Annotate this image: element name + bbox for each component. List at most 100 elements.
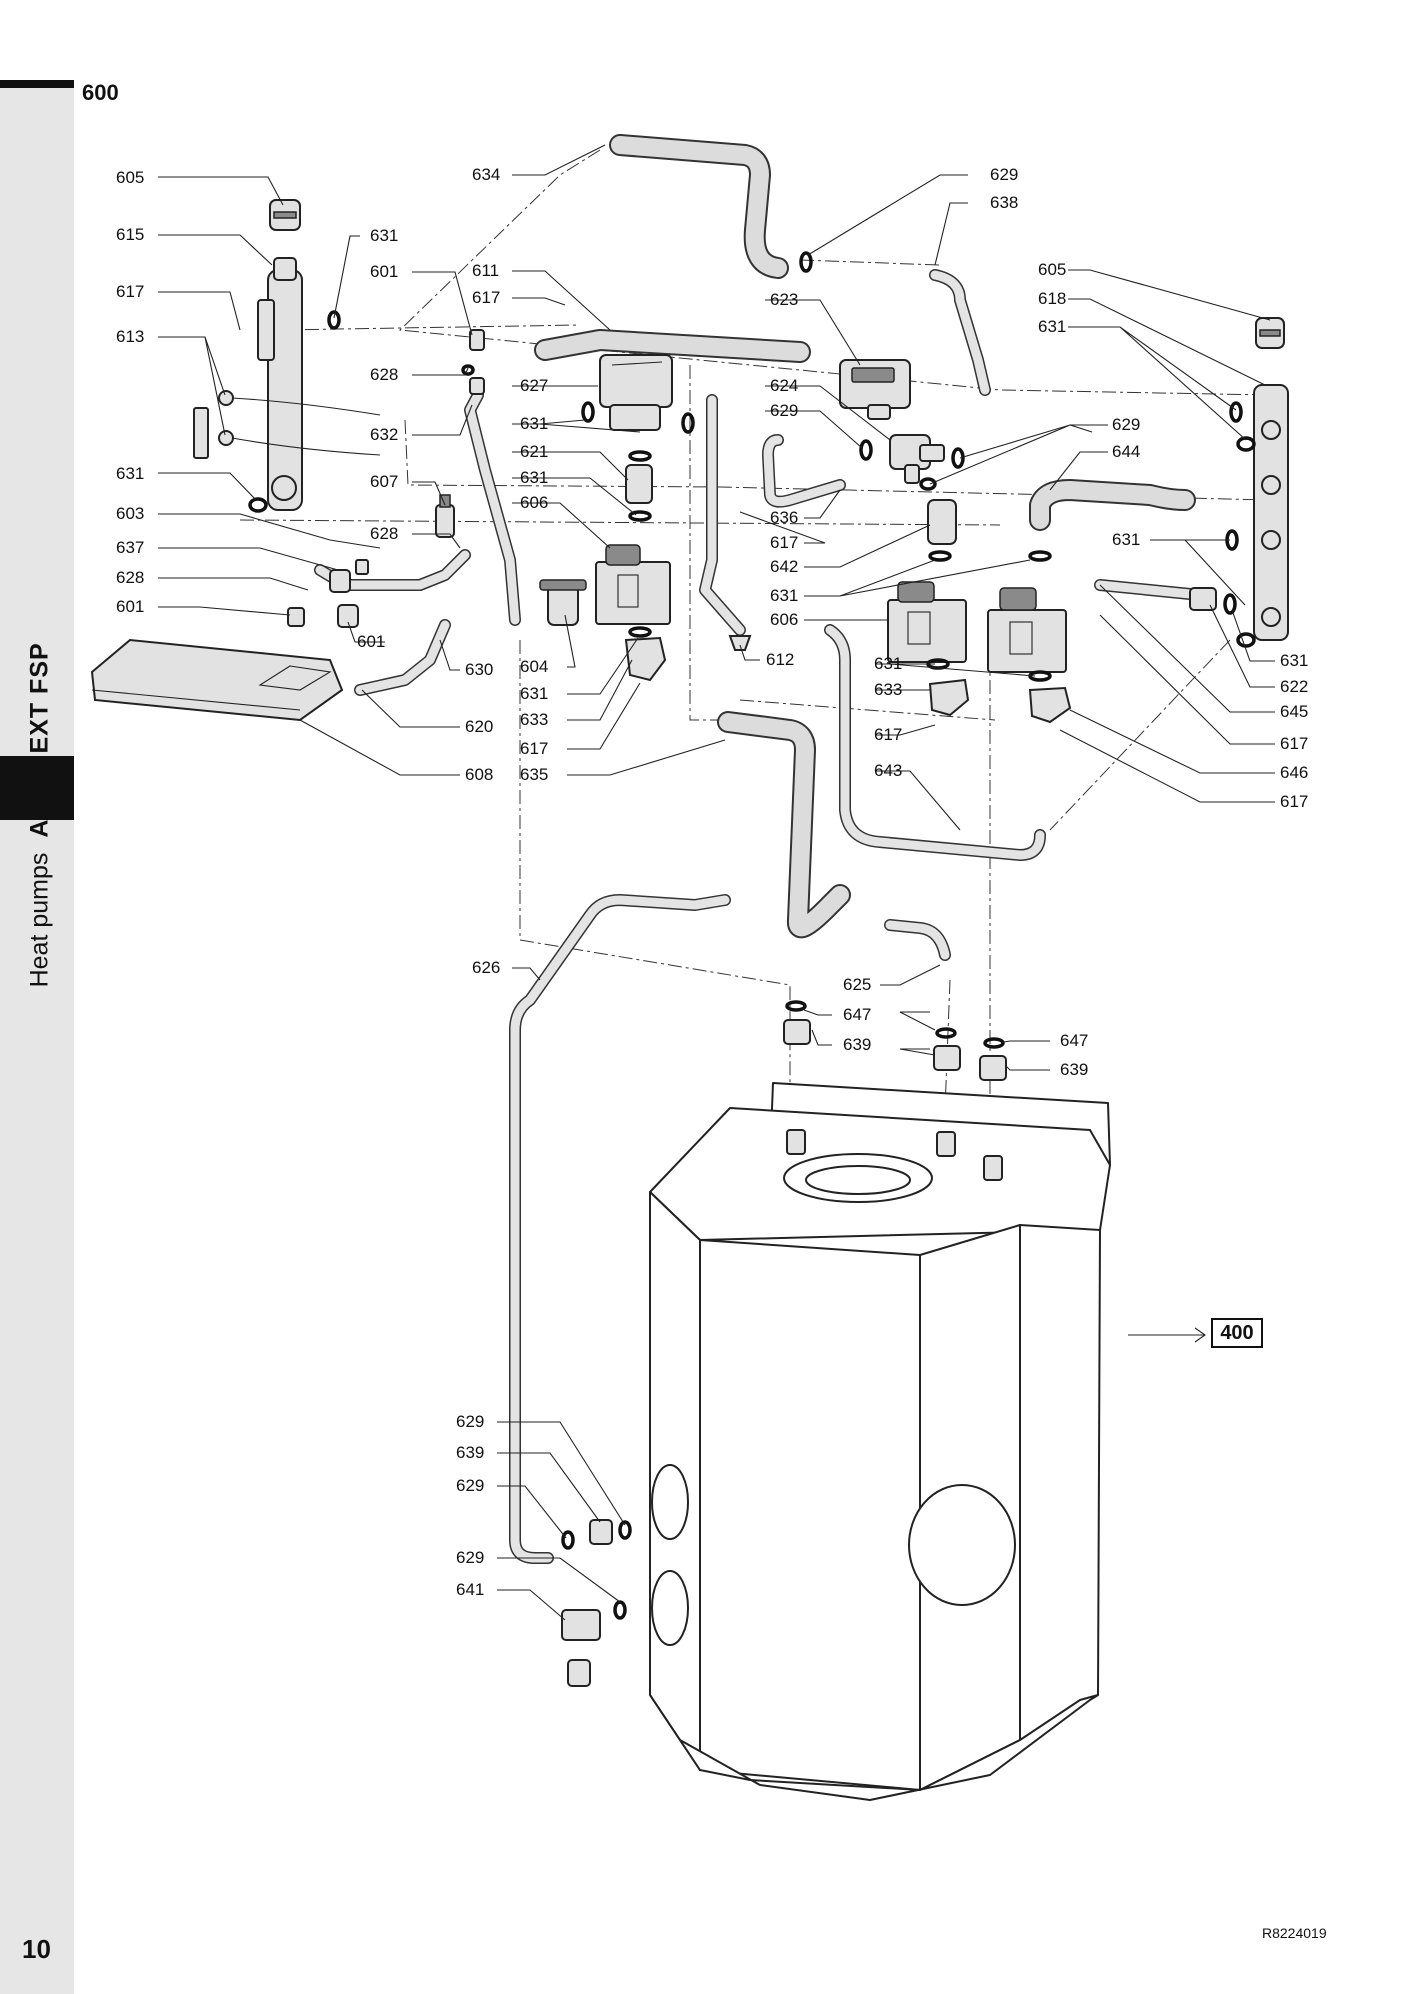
air-vent-605-right	[1255, 317, 1285, 349]
part-label: 637	[116, 538, 144, 557]
assembly-lines	[239, 149, 1271, 1150]
part-label: 631	[1280, 651, 1308, 670]
part-label: 629	[456, 1476, 484, 1495]
sidebar	[0, 80, 74, 1994]
part-label: 622	[1280, 677, 1308, 696]
sensor-bracket-613	[193, 390, 381, 459]
part-label: 634	[472, 165, 500, 184]
part-label: 624	[770, 376, 798, 395]
part-label: 644	[1112, 442, 1140, 461]
part-label: 632	[370, 425, 398, 444]
part-label: 647	[1060, 1031, 1088, 1050]
pipe-632	[464, 389, 521, 626]
pipe-643	[824, 624, 1046, 861]
part-label: 617	[116, 282, 144, 301]
expansion-vessel-608	[90, 638, 344, 722]
elbow-646	[1028, 686, 1072, 724]
part-label: 629	[456, 1412, 484, 1431]
part-label: 618	[1038, 289, 1066, 308]
part-label: 631	[520, 468, 548, 487]
pipe-638	[929, 269, 991, 396]
filter-604	[539, 579, 587, 626]
cross-reference-box: 400	[1211, 1318, 1263, 1348]
drain-612	[728, 635, 752, 651]
part-label: 617	[770, 533, 798, 552]
part-label: 608	[465, 765, 493, 784]
fittings-left	[287, 329, 485, 628]
part-label: 615	[116, 225, 144, 244]
part-label: 633	[520, 710, 548, 729]
elbow-633-right-a	[928, 678, 970, 717]
part-label: 620	[465, 717, 493, 736]
part-label: 606	[520, 493, 548, 512]
part-label: 631	[770, 586, 798, 605]
pipe-626	[509, 894, 731, 1564]
part-label: 638	[990, 193, 1018, 212]
elbow-633-left	[624, 636, 667, 682]
pipe-636	[762, 434, 846, 508]
pipe-645	[1094, 579, 1206, 601]
pump-606-left	[595, 544, 671, 625]
pipe-630	[354, 619, 451, 696]
part-label: 625	[843, 975, 871, 994]
part-label: 645	[1280, 702, 1308, 721]
pump-606-right-b	[987, 587, 1067, 673]
sidebar-top-bar	[0, 80, 74, 88]
leader-lines	[158, 144, 1275, 1621]
drawing-reference: R8224019	[1262, 1925, 1327, 1941]
connector-642	[927, 499, 957, 545]
part-label: 605	[1038, 260, 1066, 279]
part-label: 629	[990, 165, 1018, 184]
motorized-valve-627	[599, 354, 673, 431]
part-label: 601	[116, 597, 144, 616]
air-vent-605-left	[269, 199, 301, 231]
pipe-634	[609, 134, 789, 279]
part-label: 642	[770, 557, 798, 576]
pipe-625	[884, 919, 951, 961]
part-labels: 605 615 617 613 631 603 637 628 601 631 …	[116, 165, 1308, 1599]
part-label: 646	[1280, 763, 1308, 782]
part-label: 639	[456, 1443, 484, 1462]
part-label: 611	[472, 261, 499, 280]
part-label: 623	[770, 290, 798, 309]
electric-heater-615	[257, 257, 303, 511]
pump-606-right-a	[887, 581, 967, 663]
part-label: 631	[520, 414, 548, 433]
part-label: 647	[843, 1005, 871, 1024]
part-label: 631	[116, 464, 144, 483]
part-label: 639	[843, 1035, 871, 1054]
part-label: 639	[1060, 1060, 1088, 1079]
part-label: 617	[472, 288, 500, 307]
fitting-622	[1189, 587, 1217, 611]
part-label: 628	[370, 365, 398, 384]
part-label: 631	[1038, 317, 1066, 336]
part-label: 641	[456, 1580, 484, 1599]
part-label: 631	[1112, 530, 1140, 549]
part-label: 607	[370, 472, 398, 491]
storage-tank	[649, 1082, 1206, 1801]
part-label: 643	[874, 761, 902, 780]
part-label: 621	[520, 442, 548, 461]
pipe-635	[717, 711, 851, 938]
part-label: 601	[357, 632, 385, 651]
part-label: 604	[520, 657, 548, 676]
valve-607	[435, 494, 455, 538]
manifold-618	[1253, 384, 1289, 641]
filter-621	[625, 464, 653, 504]
part-label: 605	[116, 168, 144, 187]
part-label: 612	[766, 650, 794, 669]
part-label: 617	[520, 739, 548, 758]
part-label: 631	[520, 684, 548, 703]
part-label: 617	[1280, 792, 1308, 811]
part-label: 627	[520, 376, 548, 395]
pipe-611	[534, 329, 811, 363]
part-label: 631	[370, 226, 398, 245]
drain-valve-641	[561, 1609, 601, 1687]
part-label: 630	[465, 660, 493, 679]
section-number: 600	[82, 80, 119, 105]
part-label: 628	[370, 524, 398, 543]
part-label: 629	[1112, 415, 1140, 434]
part-label: 601	[370, 262, 398, 281]
connectors-639	[589, 1019, 1007, 1545]
